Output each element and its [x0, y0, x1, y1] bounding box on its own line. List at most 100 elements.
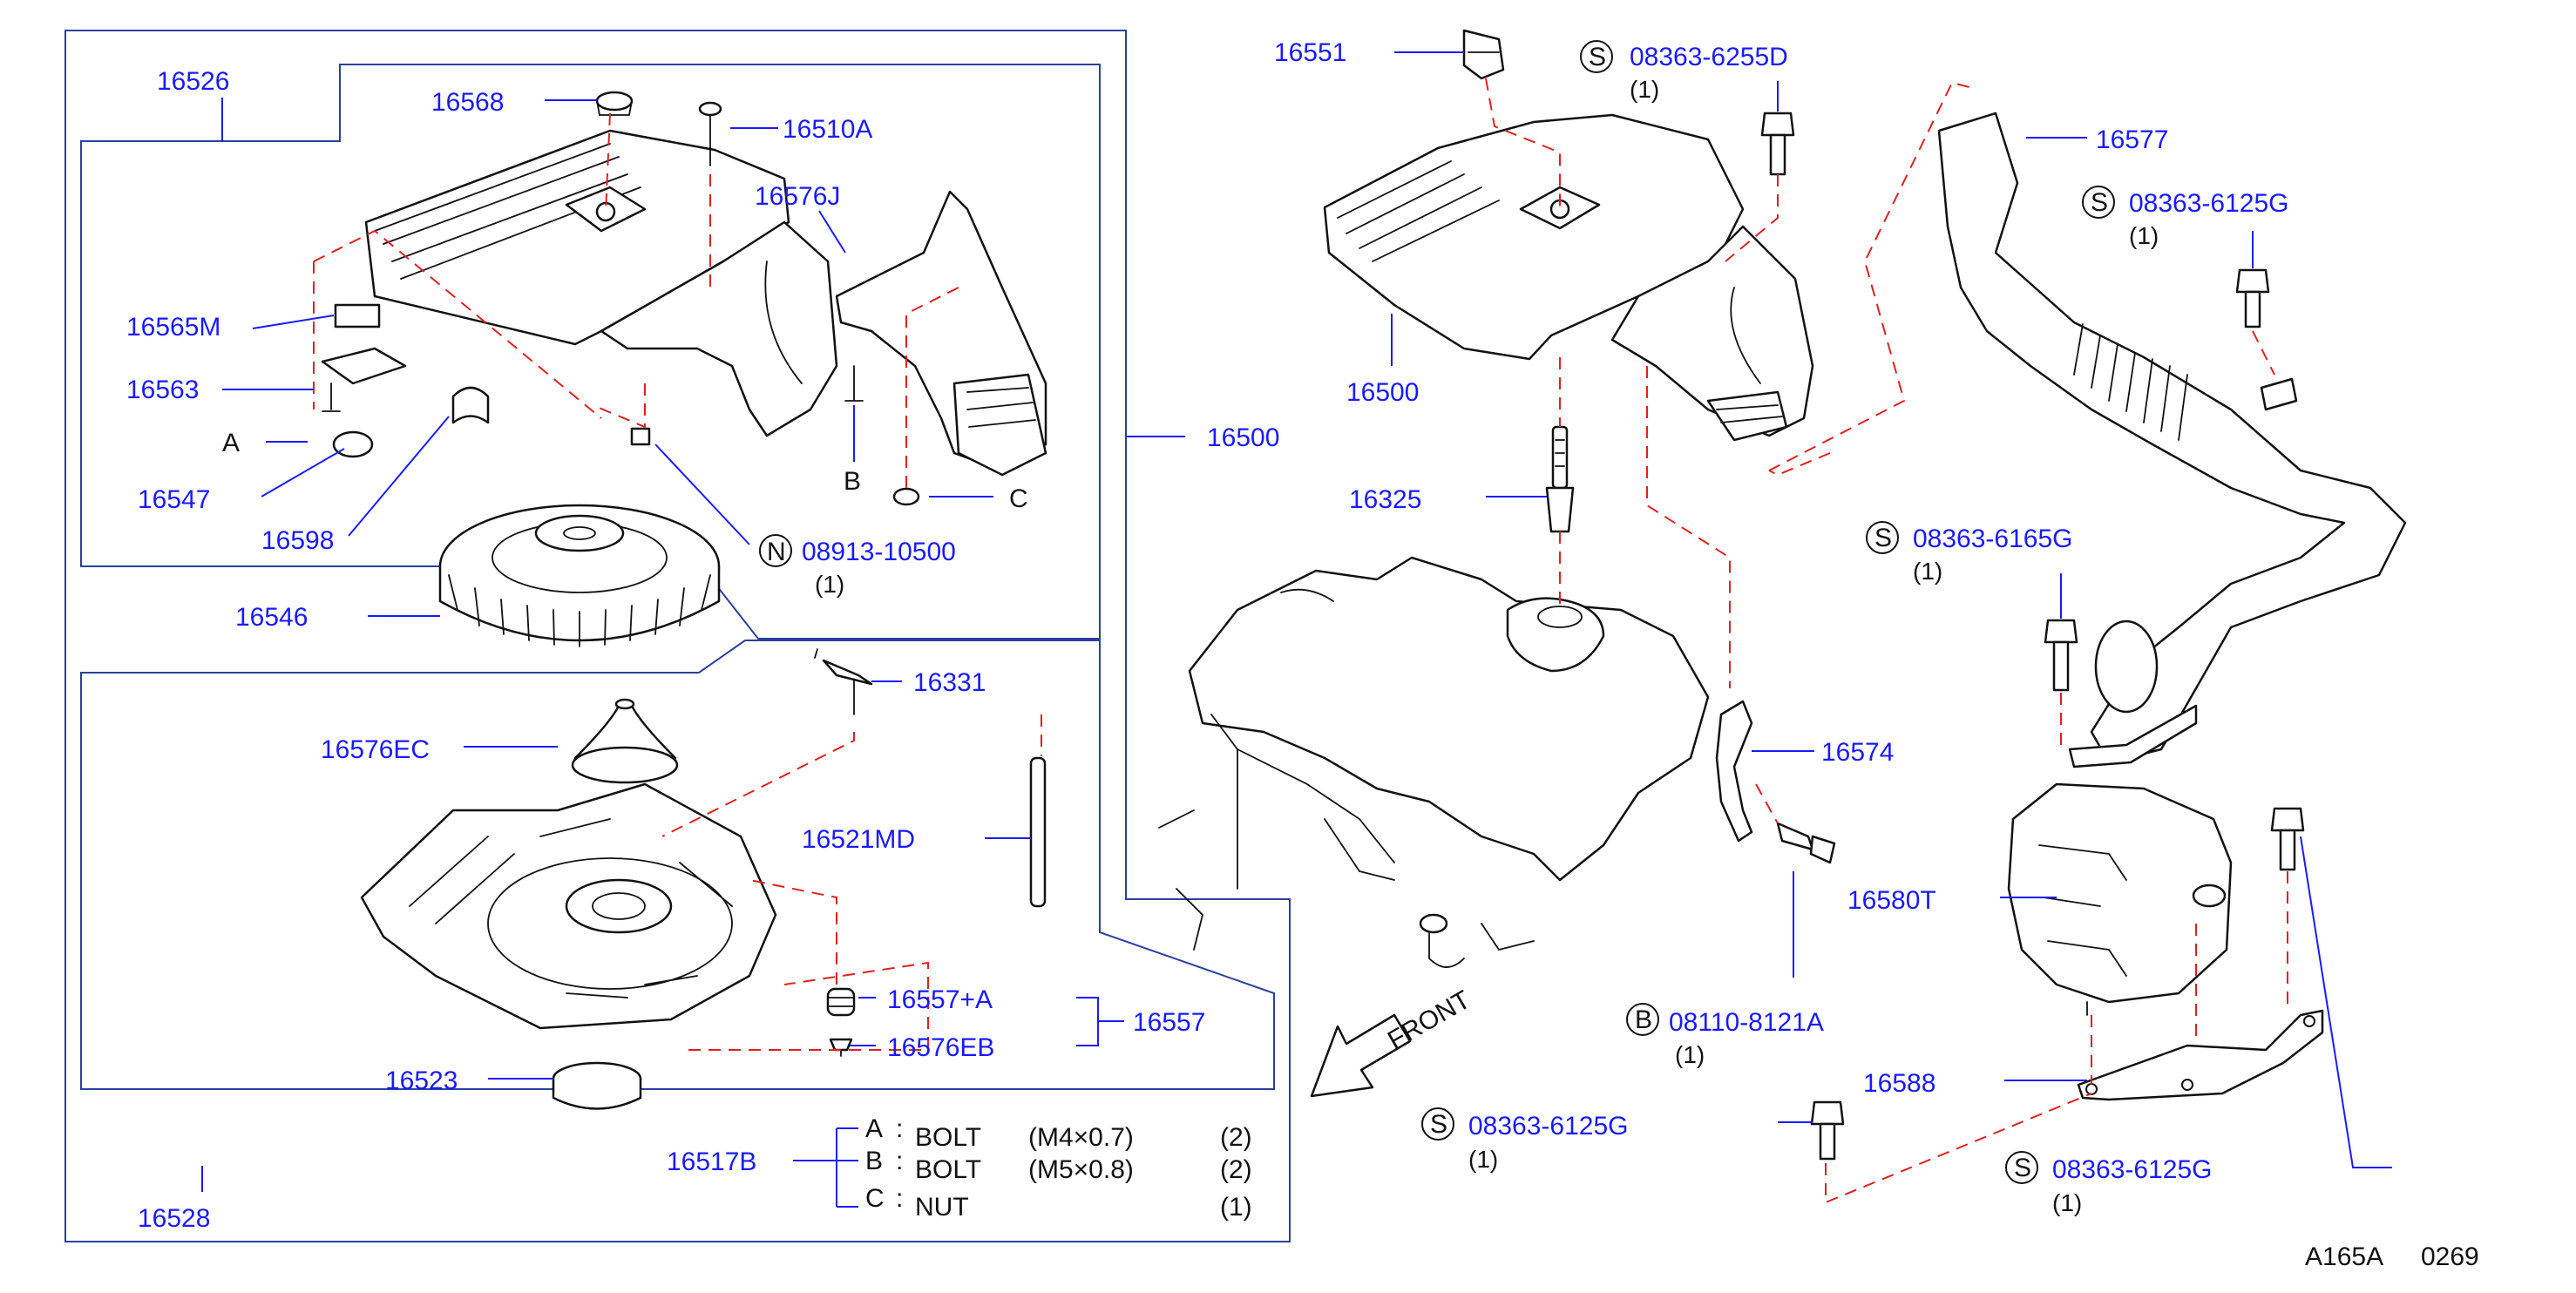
label-16500-right: 16500 [1346, 378, 1419, 407]
frame-16528 [80, 640, 1275, 1090]
label-16500-left: 16500 [1207, 423, 1279, 452]
label-16510A: 16510A [783, 115, 872, 144]
front-arrow [1310, 1013, 1412, 1098]
label-S-marker-3: S [1874, 524, 1892, 552]
label-B-marker-circle: B [1635, 1005, 1652, 1034]
legend-key-b: B [865, 1147, 883, 1175]
small-parts-upper-left [321, 91, 920, 506]
ring-16523 [552, 1061, 642, 1110]
legend-name-b: BOLT [915, 1155, 981, 1184]
bracket-16588 [2077, 1009, 2324, 1101]
label-16576EB: 16576EB [887, 1033, 994, 1062]
label-16580T: 16580T [1847, 886, 1936, 915]
label-S-marker-4: S [1430, 1110, 1447, 1139]
label-A-marker: A [222, 429, 240, 457]
label-16517B: 16517B [667, 1147, 756, 1176]
label-08363-6125G-a: 08363-6125G [2129, 189, 2289, 218]
label-16598: 16598 [261, 526, 334, 555]
marker-circle-s5 [2005, 1151, 2038, 1184]
legend-key-a: A [865, 1114, 883, 1143]
legend-sep-a: : [896, 1114, 903, 1143]
label-16331: 16331 [913, 668, 986, 697]
cap-16547 [332, 430, 374, 458]
legend-sep-c: : [896, 1184, 903, 1213]
legend-qty-b: (2) [1220, 1155, 1252, 1184]
label-S-marker-5: S [2014, 1154, 2031, 1182]
parts-16557 [826, 987, 856, 1057]
legend-qty-a: (2) [1220, 1123, 1252, 1152]
bolt-08110 [1776, 822, 1836, 864]
label-16588: 16588 [1863, 1069, 1935, 1098]
label-08913-qty: (1) [815, 571, 844, 598]
label-16574: 16574 [1821, 738, 1894, 767]
marker-circles [759, 40, 2115, 1184]
label-S-marker-1: S [1589, 43, 1606, 71]
marker-circle-s4 [1421, 1107, 1454, 1141]
label-08363-6165G-qty: (1) [1913, 558, 1942, 585]
bolts-right [1760, 112, 2305, 1161]
label-08913-10500: 08913-10500 [802, 538, 956, 566]
diagram-number: 0269 [2421, 1242, 2479, 1271]
pad-16565M [334, 303, 381, 328]
label-N-marker: N [767, 538, 786, 566]
grommet-16568 [595, 91, 634, 112]
air-cleaner-cover-left [364, 129, 838, 437]
frame-16526 [80, 64, 1101, 640]
legend-spec-b: (M5×0.8) [1028, 1155, 1134, 1184]
label-16526: 16526 [157, 67, 229, 96]
label-08110-qty: (1) [1675, 1041, 1705, 1068]
label-16551: 16551 [1274, 38, 1346, 67]
label-16568: 16568 [431, 88, 504, 117]
marker-circle-s3 [1866, 521, 1899, 554]
bracket-16563 [321, 347, 407, 385]
legend-sep-b: : [896, 1147, 903, 1175]
label-08363-6125G-c-qty: (1) [2052, 1189, 2082, 1216]
label-16577: 16577 [2096, 125, 2168, 154]
label-C-marker: C [1009, 484, 1028, 513]
label-08363-6125G-c: 08363-6125G [2052, 1155, 2213, 1184]
engine-block [1158, 556, 1710, 968]
label-16565M: 16565M [126, 313, 220, 342]
clip-16598 [451, 386, 490, 424]
label-16576EC: 16576EC [321, 735, 430, 764]
label-16557: 16557 [1133, 1008, 1205, 1037]
label-S-marker-2: S [2091, 188, 2108, 217]
label-08363-6125G-b-qty: (1) [1468, 1146, 1498, 1173]
label-B-marker: B [844, 467, 861, 496]
hose-16577 [1937, 112, 2407, 768]
label-08110-8121A: 08110-8121A [1669, 1008, 1824, 1037]
label-16546: 16546 [235, 603, 308, 632]
label-16521MD: 16521MD [802, 825, 915, 854]
legend-key-c: C [865, 1184, 885, 1213]
label-16547: 16547 [138, 485, 210, 514]
label-16325: 16325 [1349, 485, 1421, 514]
air-cleaner-body [360, 782, 777, 1030]
label-08363-6125G-a-qty: (1) [2129, 222, 2159, 249]
clip-16551 [1462, 29, 1505, 80]
label-08363-6125G-b: 08363-6125G [1468, 1112, 1629, 1141]
marker-circle-n [759, 534, 792, 567]
stand-16331 [814, 648, 873, 715]
label-16528: 16528 [138, 1204, 210, 1233]
duct-16576J [835, 190, 1047, 477]
label-16576J: 16576J [755, 182, 840, 211]
guide-dashes [313, 78, 2288, 1204]
rod-16521MD [1029, 756, 1047, 908]
marker-circle-s1 [1580, 40, 1613, 73]
air-filter-16546 [438, 504, 721, 647]
bracket-16574 [1715, 700, 1753, 843]
legend-qty-c: (1) [1220, 1193, 1252, 1222]
diagram-code: A165A [2305, 1242, 2383, 1271]
fastener-legend: A : BOLT (M4×0.7) (2) B : BOLT (M5×0.8) … [865, 1114, 1252, 1222]
label-16523: 16523 [385, 1066, 458, 1095]
stud-16325 [1545, 425, 1575, 533]
frame-16500 [64, 30, 1291, 1242]
marker-circle-b [1626, 1003, 1659, 1036]
cover-16500-right [1323, 113, 1814, 442]
label-08363-6165G: 08363-6165G [1913, 525, 2073, 553]
funnel-16576EC [571, 698, 679, 784]
resonator-16580T [2007, 782, 2233, 1016]
group-frames [64, 30, 1291, 1242]
leader-lines [201, 51, 2392, 1208]
